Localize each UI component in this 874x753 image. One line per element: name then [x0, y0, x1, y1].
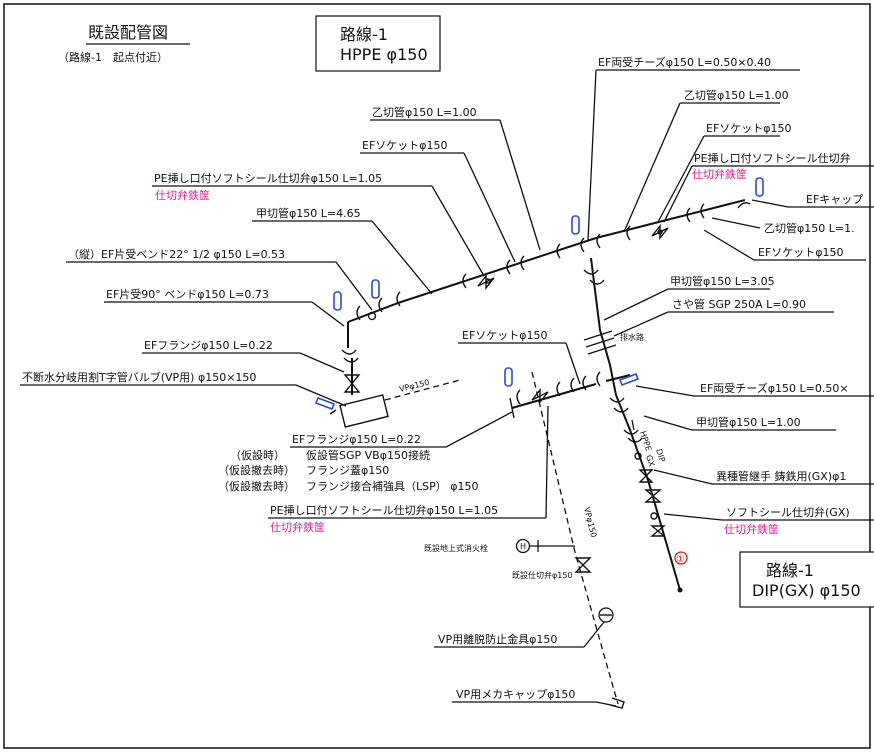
route-box-bottom [739, 551, 874, 608]
mid-branch-right [605, 374, 631, 382]
label-pe-valve-left: PE挿し口付ソフトシール仕切弁φ150 L=1.05 [154, 171, 382, 185]
fittings-left-drop [341, 349, 361, 393]
fittings-center [583, 269, 643, 443]
label-ef-cap: EFキャップ [806, 193, 863, 206]
label-ef-socket-top-left: EFソケットφ150 [362, 139, 448, 152]
route-bottom-line1: 路線-1 [766, 561, 814, 580]
saya-pipe-symbol [583, 330, 617, 355]
label-saya-pipe: さや管 SGP 250A L=0.90 [672, 297, 806, 311]
label-ef-socket-top-right: EFソケットφ150 [706, 122, 792, 135]
label-hppe-tag: HPPE [638, 430, 653, 452]
label-vp-mech-cap: VP用メカキャップφ150 [456, 688, 575, 701]
drawing-frame [3, 3, 871, 749]
label-ef-flange-mid: EFフランジφ150 L=0.22 [292, 433, 421, 446]
label-soft-valve: ソフトシール仕切弁(GX) [726, 505, 850, 519]
branch-valve-body [329, 394, 389, 428]
point-marker: ① [676, 554, 685, 565]
route-box-top [315, 15, 441, 72]
label-ef-socket-right2: EFソケットφ150 [758, 246, 844, 259]
valve-main-right [651, 224, 669, 240]
valve-main-left [477, 274, 495, 290]
label-temp-2-tag: （仮設撤去時） [218, 463, 295, 477]
label-ef-tee-mid: EF両受チーズφ150 L=0.50× [700, 381, 849, 395]
route-top-line2: HPPE φ150 [340, 45, 428, 64]
label-bend-22: （縦）EF片受ベンド22° 1/2 φ150 L=0.53 [68, 248, 285, 261]
page-subtitle: （路線-1 起点付近） [58, 50, 168, 64]
page-title: 既設配管図 [88, 23, 168, 42]
label-valve-box-3: 仕切弁鉄筐 [724, 522, 779, 536]
leaders [20, 69, 874, 707]
label-dip-tag: DIP [654, 448, 667, 464]
label-ko-pipe-465: 甲切管φ150 L=4.65 [256, 206, 361, 220]
label-temp-3-tag: （仮設撤去時） [218, 479, 295, 493]
label-joint: 異種管継手 鋳鉄用(GX)φ1 [716, 469, 846, 483]
label-hydrant: 既設地上式消火栓 [424, 543, 488, 553]
hydrant-symbol: H [515, 538, 575, 554]
fittings-main [356, 201, 751, 321]
label-ef-flange-top: EFフランジφ150 L=0.22 [144, 339, 273, 352]
route-top-line1: 路線-1 [340, 25, 388, 44]
mid-branch-pipe [511, 383, 597, 409]
valve-box-symbols [314, 177, 764, 411]
label-otsu-pipe-right: 乙切管φ150 L=1.00 [684, 88, 789, 102]
existing-valve-symbol [574, 557, 592, 573]
label-valve-box-1: 仕切弁鉄筐 [692, 167, 747, 181]
label-temp-1-tag: （仮設時） [230, 448, 285, 462]
vp-end-cap [609, 697, 625, 709]
label-ko-pipe-305: 甲切管φ150 L=3.05 [670, 274, 775, 288]
label-gx-tag: GX [644, 454, 656, 468]
label-valve-box-4: 仕切弁鉄筐 [270, 520, 325, 534]
label-waterway: 排水路 [620, 332, 644, 342]
route-bottom-line2: DIP(GX) φ150 [752, 581, 861, 600]
pipe-end-dot [677, 587, 683, 593]
center-down-pipe [590, 257, 681, 591]
label-bend-90: EF片受90° ベンドφ150 L=0.73 [106, 288, 269, 301]
label-pe-valve-lower: PE挿し口付ソフトシール仕切弁φ150 L=1.05 [270, 503, 498, 517]
anti-detach-symbol [598, 607, 614, 623]
fittings-mid [509, 371, 601, 419]
label-ko-pipe-100: 甲切管φ150 L=1.00 [696, 415, 801, 429]
label-otsu-pipe-left: 乙切管φ150 L=1.00 [372, 105, 477, 119]
label-otsu-pipe-right2: 乙切管φ150 L=1. [764, 221, 855, 235]
hydrant-letter: H [520, 542, 526, 551]
vp-dashed-left [384, 379, 461, 401]
label-branch-valve: 不断水分岐用割T字管バルブ(VP用) φ150×150 [22, 370, 256, 384]
label-temp-2-text: フランジ蓋φ150 [306, 464, 389, 477]
label-ef-socket-mid: EFソケットφ150 [462, 329, 548, 342]
label-temp-1-text: 仮設管SGP VBφ150接続 [306, 448, 430, 462]
label-pe-valve-right: PE挿し口付ソフトシール仕切弁 [694, 151, 851, 165]
label-temp-3-text: フランジ接合補強具（LSP） φ150 [306, 479, 479, 493]
label-valve-box-2: 仕切弁鉄筐 [155, 188, 210, 202]
label-existing-valve: 既設仕切弁φ150 [512, 570, 573, 580]
label-vp150-b: VPφ150 [582, 506, 598, 538]
label-ef-tee-top: EF両受チーズφ150 L=0.50×0.40 [598, 55, 771, 69]
label-vp-anti-detach: VP用離脱防止金具φ150 [438, 632, 557, 646]
vp-dashed-line [531, 371, 619, 705]
gx-fittings [634, 452, 666, 537]
point-marker-circle [674, 551, 688, 565]
